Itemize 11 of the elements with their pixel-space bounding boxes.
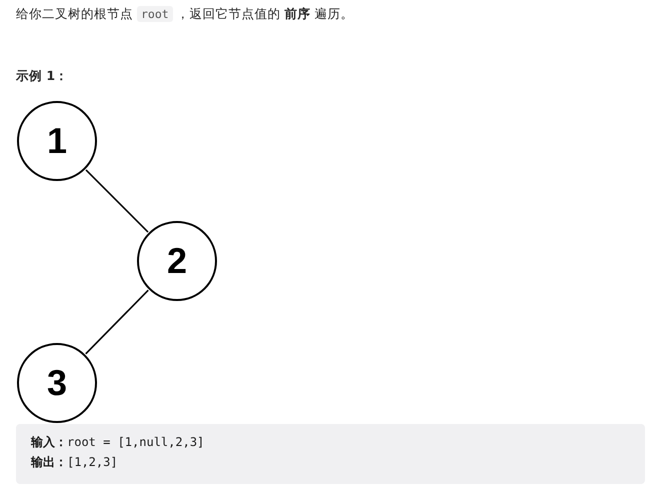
problem-text: 给你二叉树的根节点 xyxy=(16,6,133,21)
problem-text: ，返回它节点值的 前序 遍历。 xyxy=(176,6,354,21)
inline-code: root xyxy=(137,6,173,22)
code-line: 输出：[1,2,3] xyxy=(31,454,118,471)
code-line: 输入：root = [1,null,2,3] xyxy=(31,434,204,451)
node-value: 2 xyxy=(166,240,188,282)
example-heading: 示例 1： xyxy=(16,68,68,85)
node-value: 3 xyxy=(46,362,68,404)
tree-edge xyxy=(85,169,149,233)
tree-edge xyxy=(85,290,149,354)
node-value: 1 xyxy=(46,120,68,162)
